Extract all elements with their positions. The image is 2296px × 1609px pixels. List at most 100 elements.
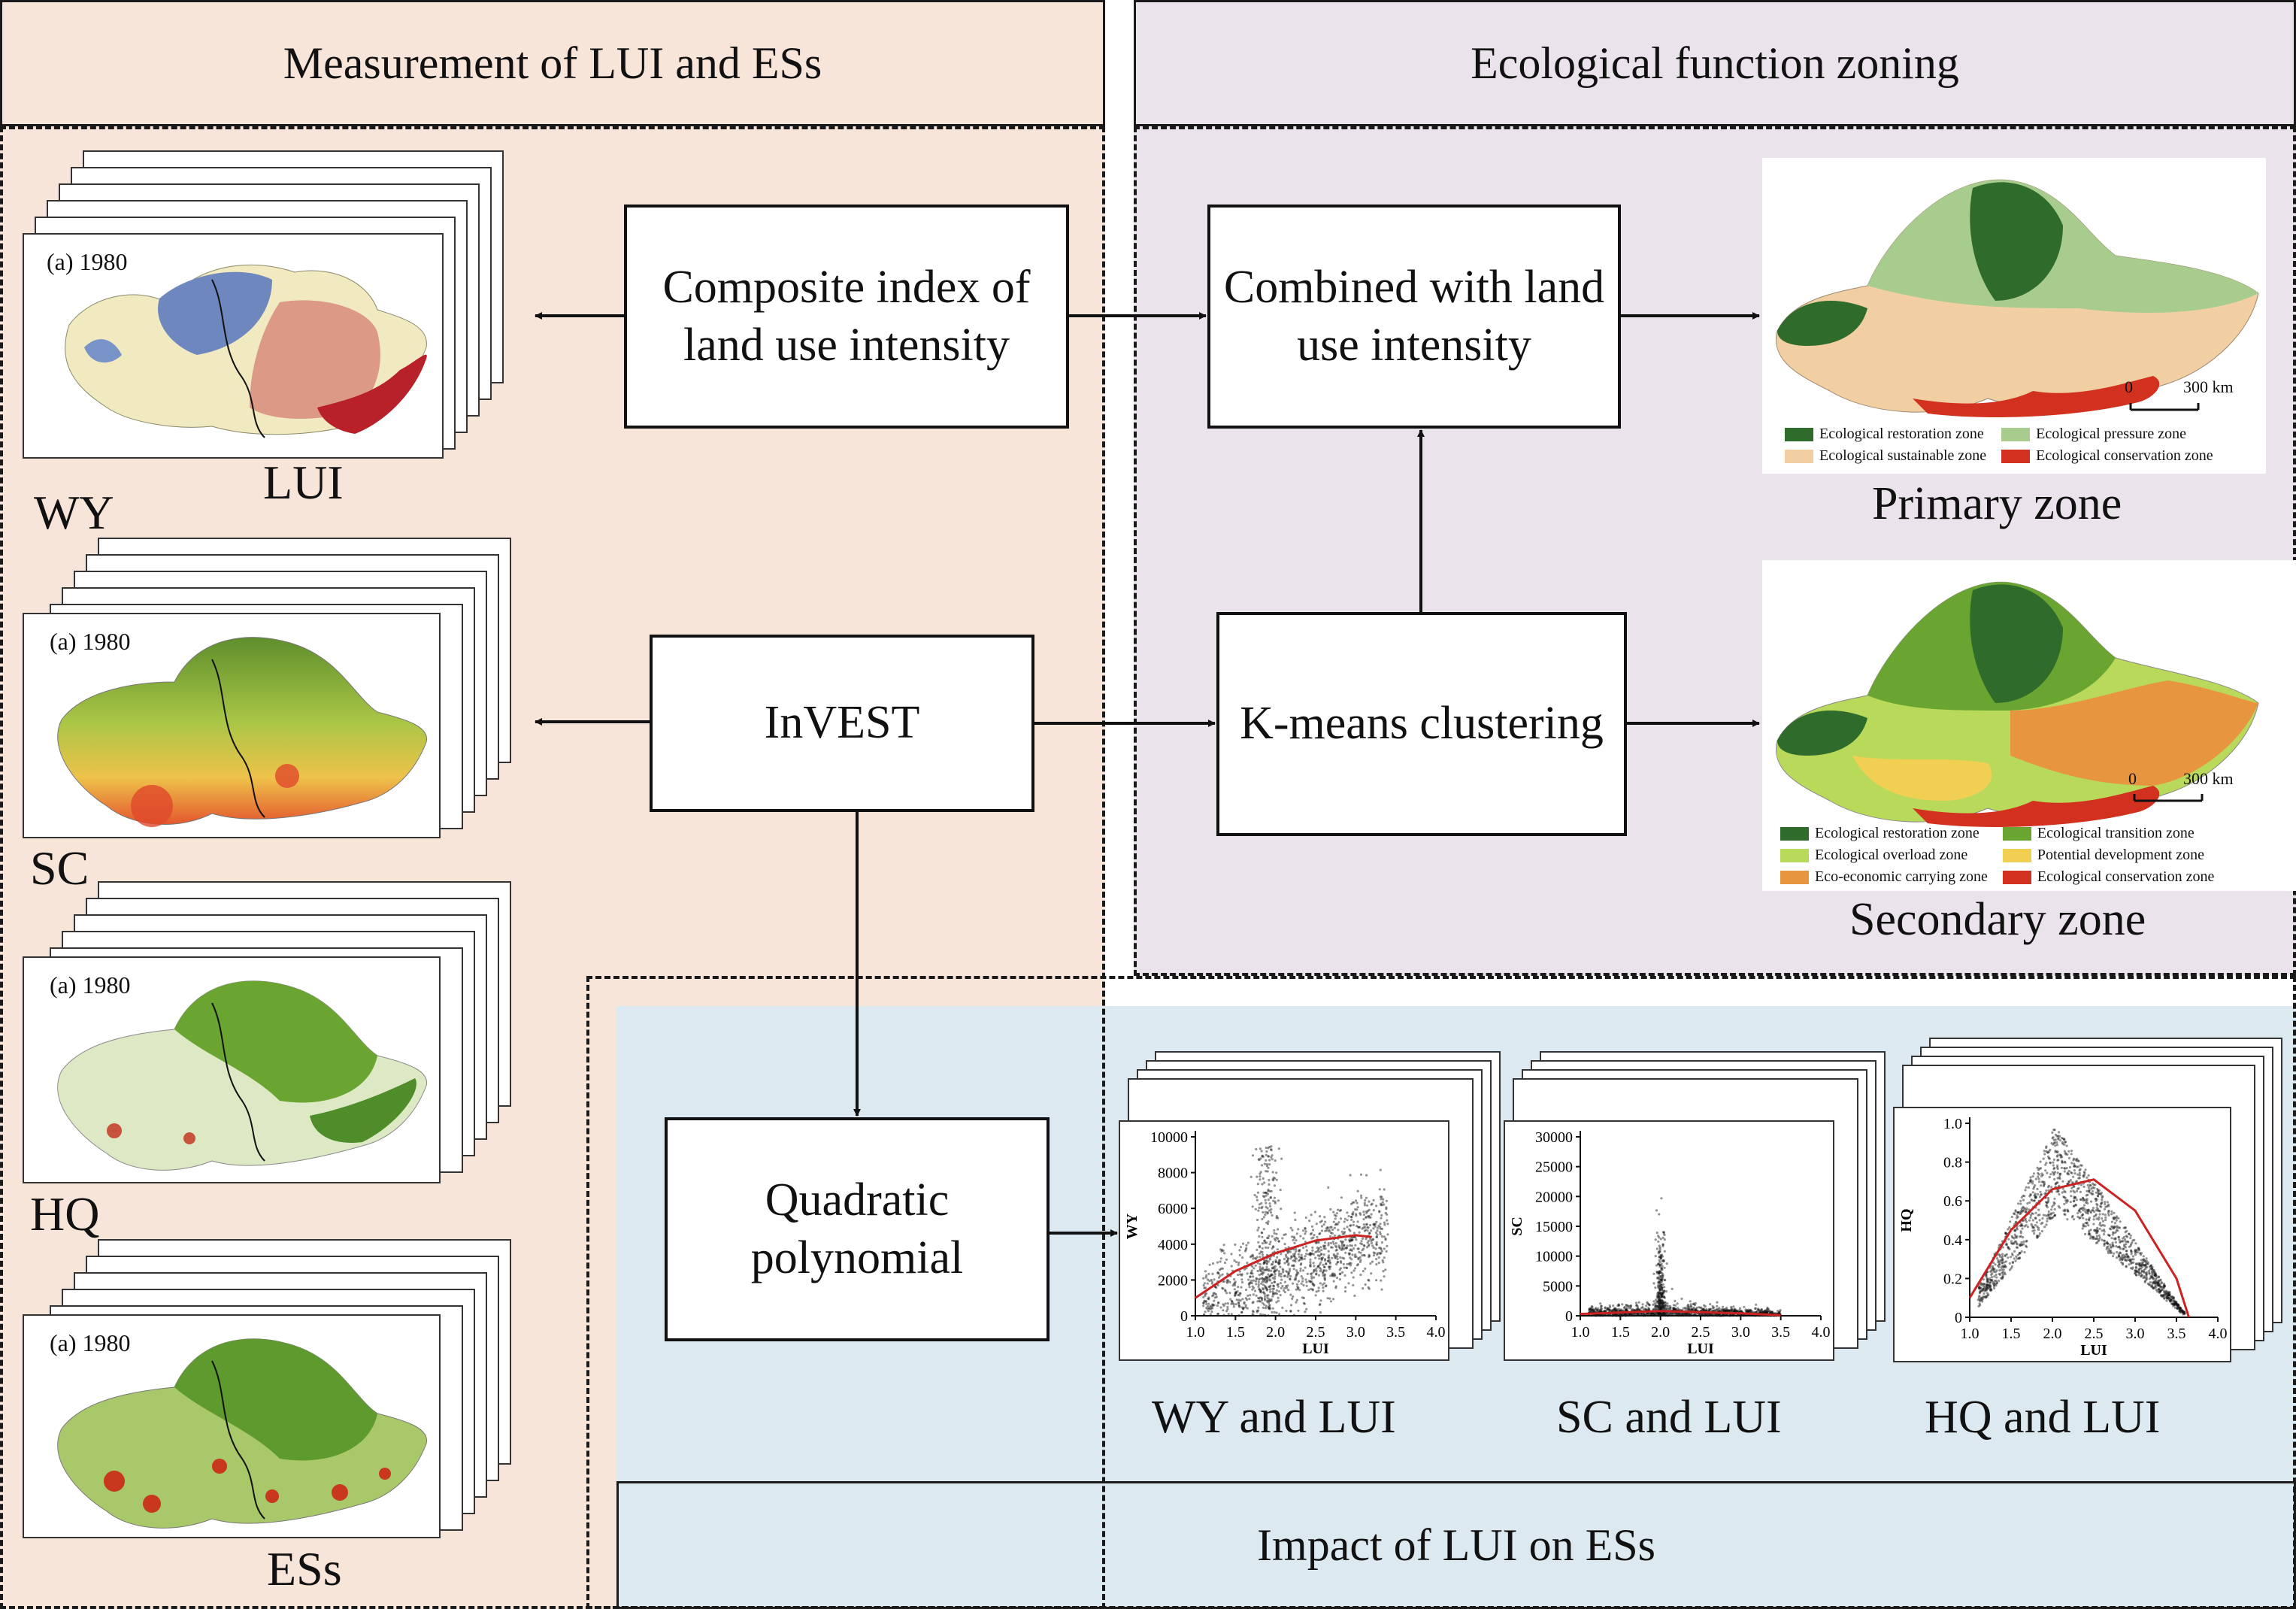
data-point bbox=[2178, 1306, 2181, 1309]
data-point bbox=[1204, 1300, 1207, 1303]
data-point bbox=[2034, 1217, 2037, 1220]
data-point bbox=[2087, 1224, 2090, 1227]
data-point bbox=[2151, 1284, 2154, 1287]
y-tick-label: 0 bbox=[1955, 1310, 1962, 1326]
data-point bbox=[1309, 1263, 1312, 1266]
data-point bbox=[1368, 1214, 1371, 1217]
data-point bbox=[2125, 1229, 2128, 1232]
data-point bbox=[2069, 1179, 2072, 1182]
data-point bbox=[2061, 1159, 2064, 1162]
data-point bbox=[1661, 1292, 1664, 1295]
data-point bbox=[1320, 1249, 1323, 1252]
data-point bbox=[1673, 1308, 1676, 1311]
wy-lui-caption: WY and LUI bbox=[1152, 1392, 1396, 1443]
data-point bbox=[1295, 1247, 1298, 1250]
data-point bbox=[2182, 1311, 2185, 1314]
data-point bbox=[1338, 1247, 1341, 1250]
data-point bbox=[1316, 1235, 1319, 1238]
data-point bbox=[1328, 1259, 1331, 1262]
data-point bbox=[2088, 1219, 2091, 1222]
data-point bbox=[1764, 1311, 1767, 1314]
data-point bbox=[1270, 1145, 1273, 1148]
data-point bbox=[2064, 1141, 2067, 1144]
primary-zone-caption: Primary zone bbox=[1872, 478, 2122, 529]
data-point bbox=[2075, 1165, 2078, 1168]
data-point bbox=[2042, 1184, 2046, 1188]
data-point bbox=[1202, 1284, 1205, 1287]
data-point bbox=[1633, 1309, 1636, 1312]
data-point bbox=[1652, 1308, 1655, 1311]
data-point bbox=[2151, 1272, 2154, 1276]
data-point bbox=[1609, 1306, 1612, 1309]
data-point bbox=[1240, 1311, 1243, 1314]
data-point bbox=[1323, 1278, 1326, 1281]
data-point bbox=[2059, 1172, 2062, 1175]
data-point bbox=[1316, 1248, 1319, 1251]
data-point bbox=[1309, 1287, 1313, 1290]
data-point bbox=[2045, 1189, 2048, 1192]
data-point bbox=[1765, 1308, 1768, 1311]
data-point bbox=[1998, 1263, 2001, 1266]
data-point bbox=[2047, 1155, 2050, 1158]
data-point bbox=[1379, 1195, 1382, 1198]
data-point bbox=[2016, 1235, 2019, 1238]
data-point bbox=[1658, 1308, 1661, 1311]
data-point bbox=[2001, 1262, 2004, 1265]
data-point bbox=[1666, 1302, 1669, 1305]
data-point bbox=[1251, 1265, 1254, 1268]
data-point bbox=[2159, 1289, 2162, 1292]
data-point bbox=[2152, 1286, 2155, 1289]
data-point bbox=[1263, 1314, 1266, 1317]
data-point bbox=[2066, 1218, 2069, 1221]
data-point bbox=[2070, 1162, 2073, 1165]
data-point bbox=[1322, 1271, 1325, 1275]
legend-label: Potential development zone bbox=[2037, 847, 2205, 863]
data-point bbox=[1268, 1269, 1271, 1272]
data-point bbox=[1360, 1194, 1363, 1197]
data-point bbox=[1244, 1288, 1248, 1292]
data-point bbox=[1658, 1314, 1661, 1317]
data-point bbox=[2005, 1244, 2009, 1247]
data-point bbox=[1258, 1246, 1262, 1249]
data-point bbox=[1365, 1223, 1368, 1226]
data-point bbox=[2145, 1257, 2148, 1260]
data-point bbox=[1242, 1306, 1245, 1309]
data-point bbox=[2158, 1283, 2161, 1286]
data-point bbox=[1304, 1278, 1307, 1281]
y-tick-label: 5000 bbox=[1543, 1278, 1573, 1295]
data-point bbox=[2032, 1226, 2036, 1229]
data-point bbox=[1660, 1298, 1663, 1302]
data-point bbox=[1707, 1309, 1710, 1312]
data-point bbox=[1334, 1249, 1337, 1252]
data-point bbox=[2013, 1257, 2016, 1260]
data-point bbox=[1333, 1274, 1336, 1277]
data-point bbox=[1259, 1178, 1262, 1181]
data-point bbox=[2037, 1180, 2041, 1183]
data-point bbox=[1264, 1307, 1268, 1310]
data-point bbox=[1322, 1223, 1325, 1226]
data-point bbox=[2098, 1210, 2101, 1213]
data-point bbox=[1269, 1275, 1272, 1278]
data-point bbox=[1778, 1311, 1781, 1314]
data-point bbox=[1268, 1243, 1271, 1246]
data-point bbox=[1365, 1211, 1368, 1214]
data-point bbox=[1661, 1243, 1664, 1246]
data-point bbox=[1660, 1292, 1663, 1295]
data-point bbox=[1365, 1216, 1368, 1219]
data-point bbox=[1612, 1314, 1615, 1317]
data-point bbox=[1262, 1177, 1265, 1180]
data-point bbox=[1759, 1311, 1762, 1314]
data-point bbox=[1588, 1308, 1591, 1311]
data-point bbox=[1604, 1307, 1607, 1310]
data-point bbox=[2088, 1217, 2092, 1220]
data-point bbox=[1361, 1227, 1364, 1230]
data-point bbox=[1366, 1229, 1369, 1232]
data-point bbox=[1680, 1297, 1683, 1300]
lui-map: (a) 1980 bbox=[23, 233, 444, 459]
data-point bbox=[1377, 1224, 1380, 1227]
legend-label: Eco-economic carrying zone bbox=[1815, 868, 1988, 885]
data-point bbox=[1722, 1314, 1725, 1317]
data-point bbox=[2051, 1216, 2055, 1219]
x-tick-label: 1.0 bbox=[1186, 1324, 1205, 1341]
data-point bbox=[2113, 1238, 2116, 1241]
